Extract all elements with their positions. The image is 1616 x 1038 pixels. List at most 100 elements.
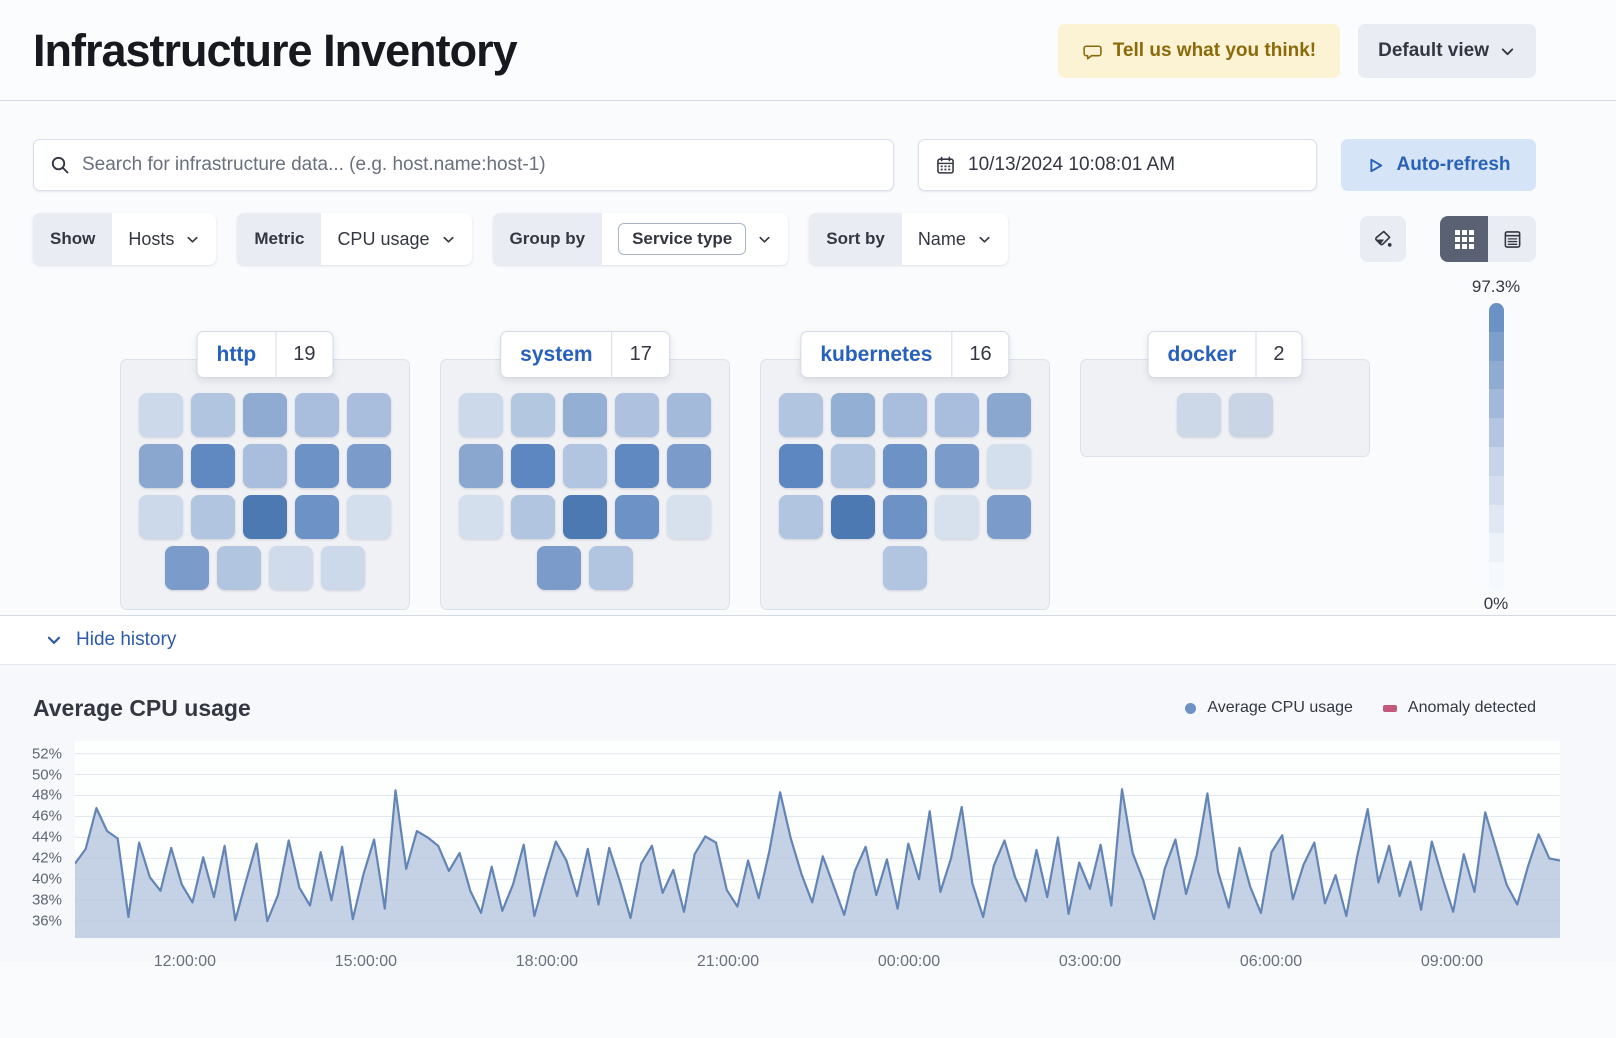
search-box[interactable] [33, 139, 894, 191]
host-square[interactable] [563, 393, 607, 437]
host-square[interactable] [563, 444, 607, 488]
host-square[interactable] [139, 444, 183, 488]
chevron-down-icon [1499, 43, 1516, 60]
host-square[interactable] [935, 495, 979, 539]
host-square[interactable] [243, 495, 287, 539]
host-square[interactable] [217, 546, 261, 590]
host-square[interactable] [935, 393, 979, 437]
host-square[interactable] [511, 444, 555, 488]
group-label-http[interactable]: http 19 [196, 331, 334, 378]
square-row [459, 393, 711, 437]
date-picker-button[interactable]: 10/13/2024 10:08:01 AM [918, 139, 1317, 191]
host-square[interactable] [883, 495, 927, 539]
search-input[interactable] [82, 154, 877, 176]
host-square[interactable] [667, 393, 711, 437]
host-square[interactable] [511, 495, 555, 539]
host-square[interactable] [295, 393, 339, 437]
host-square[interactable] [139, 495, 183, 539]
show-control[interactable]: Show Hosts [33, 213, 217, 265]
scale-step [1488, 504, 1504, 534]
search-toolbar: 10/13/2024 10:08:01 AM Auto-refresh [33, 139, 1536, 191]
host-squares [441, 393, 729, 590]
host-square[interactable] [1229, 393, 1273, 437]
host-square[interactable] [295, 444, 339, 488]
metric-control[interactable]: Metric CPU usage [237, 213, 472, 265]
map-view-button[interactable] [1440, 216, 1488, 262]
groupby-value[interactable]: Service type [618, 223, 747, 255]
host-square[interactable] [935, 444, 979, 488]
host-square[interactable] [883, 393, 927, 437]
host-square[interactable] [667, 495, 711, 539]
datetime-value: 10/13/2024 10:08:01 AM [968, 154, 1176, 175]
group-name: docker [1167, 342, 1237, 366]
default-view-button[interactable]: Default view [1358, 24, 1536, 78]
hide-history-label: Hide history [76, 629, 177, 650]
square-row [459, 444, 711, 488]
host-square[interactable] [537, 546, 581, 590]
host-square[interactable] [987, 495, 1031, 539]
feedback-button[interactable]: Tell us what you think! [1057, 24, 1341, 78]
auto-refresh-button[interactable]: Auto-refresh [1341, 139, 1536, 191]
host-square[interactable] [779, 393, 823, 437]
hide-history-toggle[interactable]: Hide history [0, 615, 1616, 665]
host-square[interactable] [165, 546, 209, 590]
group-name: http [216, 342, 257, 366]
chart-legend: Average CPU usage Anomaly detected [1185, 699, 1536, 717]
host-square[interactable] [139, 393, 183, 437]
metric-label: Metric [237, 213, 322, 265]
group-count: 19 [293, 343, 316, 365]
host-square[interactable] [883, 546, 927, 590]
host-square[interactable] [667, 444, 711, 488]
host-square[interactable] [459, 495, 503, 539]
host-square[interactable] [295, 495, 339, 539]
host-square[interactable] [243, 444, 287, 488]
host-square[interactable] [269, 546, 313, 590]
groupby-control[interactable]: Group by Service type [492, 213, 789, 265]
host-square[interactable] [615, 495, 659, 539]
host-square[interactable] [243, 393, 287, 437]
show-label: Show [33, 213, 113, 265]
show-value: Hosts [128, 228, 175, 249]
table-view-button[interactable] [1488, 216, 1536, 262]
host-square[interactable] [459, 393, 503, 437]
host-square[interactable] [191, 393, 235, 437]
legend-cpu-label: Average CPU usage [1207, 699, 1353, 716]
host-square[interactable] [511, 393, 555, 437]
host-square[interactable] [563, 495, 607, 539]
metric-value: CPU usage [337, 228, 430, 249]
paint-fill-icon [1372, 228, 1394, 250]
host-square[interactable] [589, 546, 633, 590]
host-square[interactable] [987, 393, 1031, 437]
legend-item-anomaly[interactable]: Anomaly detected [1382, 699, 1536, 717]
sortby-control[interactable]: Sort by Name [809, 213, 1008, 265]
header-actions: Tell us what you think! Default view [1057, 24, 1536, 78]
y-axis-label: 38% [31, 891, 62, 909]
legend-color-button[interactable] [1360, 216, 1406, 262]
host-square[interactable] [987, 444, 1031, 488]
host-square[interactable] [191, 495, 235, 539]
host-square[interactable] [831, 393, 875, 437]
host-square[interactable] [831, 444, 875, 488]
host-square[interactable] [615, 393, 659, 437]
host-square[interactable] [459, 444, 503, 488]
square-row [1177, 393, 1273, 437]
host-square[interactable] [615, 444, 659, 488]
host-square[interactable] [321, 546, 365, 590]
host-square[interactable] [779, 495, 823, 539]
host-square[interactable] [883, 444, 927, 488]
host-square[interactable] [347, 444, 391, 488]
host-square[interactable] [779, 444, 823, 488]
host-square[interactable] [831, 495, 875, 539]
host-square[interactable] [191, 444, 235, 488]
legend-item-cpu[interactable]: Average CPU usage [1185, 699, 1353, 717]
y-axis-label: 42% [31, 849, 62, 867]
scale-step [1488, 389, 1504, 419]
host-square[interactable] [347, 393, 391, 437]
host-square[interactable] [1177, 393, 1221, 437]
host-square[interactable] [347, 495, 391, 539]
